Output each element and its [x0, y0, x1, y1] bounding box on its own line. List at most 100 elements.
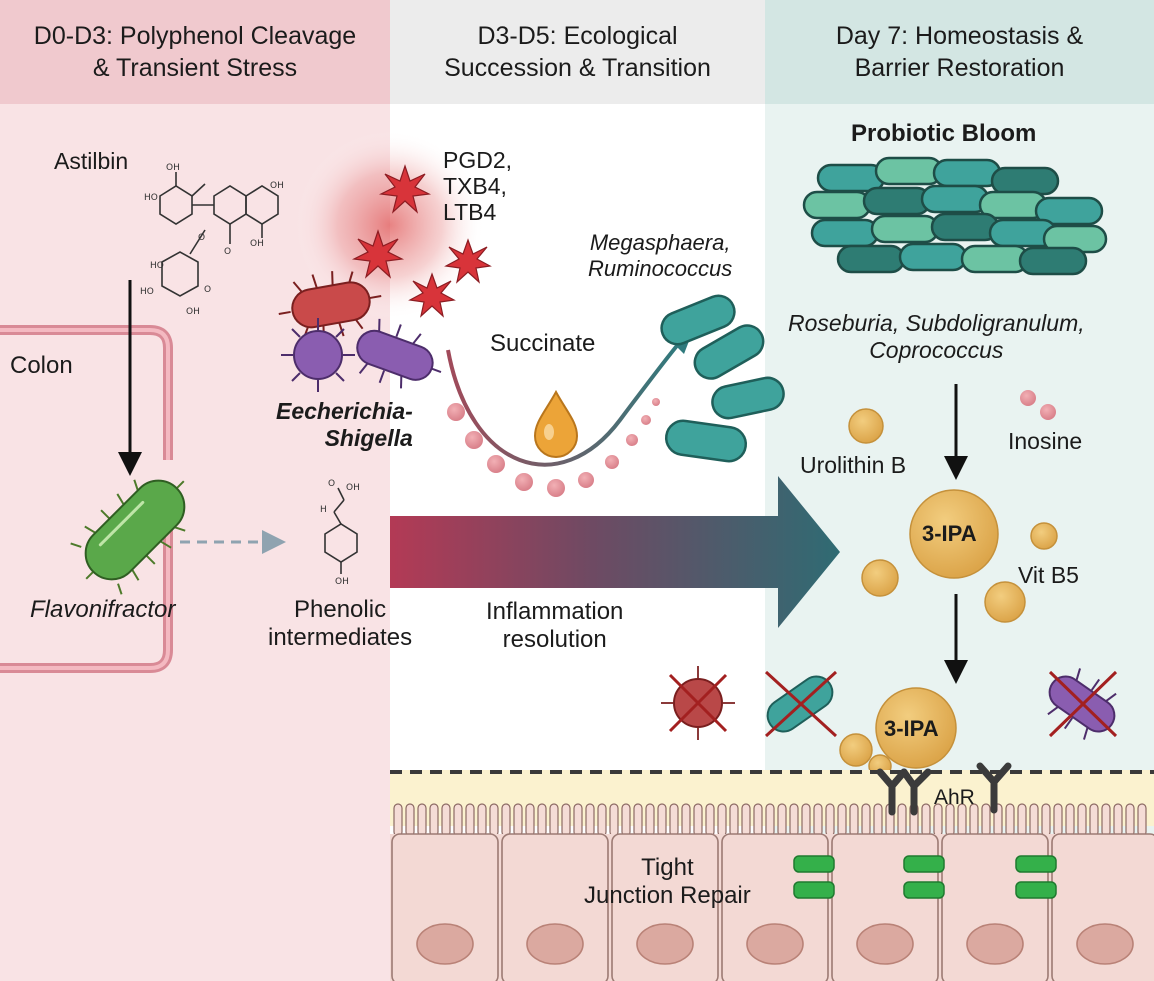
cell-nucleus — [746, 923, 804, 965]
microvillus — [489, 803, 499, 837]
microvillus — [1077, 803, 1087, 837]
colon-label: Colon — [10, 352, 73, 379]
ipa-bottom-label: 3-IPA — [884, 716, 939, 741]
flavonifractor-bacterium-icon — [70, 479, 186, 595]
microvillus — [465, 803, 475, 837]
microvillus — [525, 803, 535, 837]
microvillus — [1089, 803, 1099, 837]
phase3-header: Day 7: Homeostasis &Barrier Restoration — [835, 21, 1084, 83]
microvillus — [1065, 803, 1075, 837]
metabolite-balls — [839, 408, 1058, 778]
phase2-header-bg — [390, 0, 765, 104]
inflammation-resolution-arrow — [390, 476, 840, 628]
succinate-dots — [447, 398, 660, 497]
succinate-curve-arrow — [446, 340, 682, 467]
svg-text:OH: OH — [270, 181, 284, 191]
succinate-drop-icon — [533, 389, 579, 458]
epithelial-cell — [501, 833, 609, 981]
phenolic-structure-icon — [324, 487, 358, 574]
microvillus — [477, 803, 487, 837]
phase1-header-bg — [0, 0, 390, 104]
astilbin-structure-icon — [159, 172, 279, 297]
svg-text:OH: OH — [346, 483, 360, 493]
svg-text:HO: HO — [144, 193, 158, 203]
megasphaera-label: Megasphaera,Ruminococcus — [588, 230, 733, 281]
cell-nucleus — [636, 923, 694, 965]
svg-text:O: O — [224, 247, 231, 257]
microvillus — [717, 803, 727, 837]
cell-nucleus — [856, 923, 914, 965]
microvillus — [693, 803, 703, 837]
microvillus — [705, 803, 715, 837]
tight-junction-icons — [793, 855, 1057, 899]
epithelial-cell — [941, 833, 1049, 981]
microvillus — [1017, 803, 1027, 837]
microvillus — [621, 803, 631, 837]
microvillus — [1137, 803, 1147, 837]
roseburia-label: Roseburia, Subdoligranulum,Coprococcus — [788, 310, 1085, 364]
mediators-label: PGD2,TXB4,LTB4 — [443, 147, 513, 225]
cell-nucleus — [966, 923, 1024, 965]
succinate-label: Succinate — [490, 330, 596, 357]
microvillus — [837, 803, 847, 837]
svg-text:OH: OH — [250, 239, 264, 249]
microvillus — [609, 803, 619, 837]
escherichia-label: Eecherichia-Shigella — [276, 398, 413, 452]
ipa-top-label: 3-IPA — [922, 521, 977, 546]
microvillus — [633, 803, 643, 837]
epithelial-cell — [831, 833, 939, 981]
commensal-rods-icon — [660, 294, 785, 463]
inosine-label: Inosine — [1008, 428, 1083, 454]
epithelial-cells — [391, 833, 1154, 981]
eliminated-red-pathogen-icon — [661, 666, 735, 740]
microvillus — [1125, 803, 1135, 837]
svg-text:HO: HO — [140, 287, 154, 297]
svg-text:O: O — [198, 233, 205, 243]
microvillus — [669, 803, 679, 837]
microvillus — [501, 803, 511, 837]
microvillus — [597, 803, 607, 837]
svg-text:OH: OH — [186, 307, 200, 317]
epithelial-cell — [391, 833, 499, 981]
phase1-header: D0-D3: Polyphenol Cleavage& Transient St… — [33, 21, 357, 83]
stress-glow — [295, 130, 485, 320]
microvillus — [429, 803, 439, 837]
eliminated-purple-rod-icon — [1047, 668, 1118, 740]
inflammatory-mediator-icons — [351, 164, 492, 318]
microvillus — [1005, 803, 1015, 837]
phase3-header-bg — [765, 0, 1154, 104]
purple-rod-pathogen-icon — [356, 318, 442, 389]
epithelial-cell — [721, 833, 829, 981]
microvillus — [1029, 803, 1039, 837]
microvillus — [453, 803, 463, 837]
eliminated-teal-rod-icon — [764, 670, 838, 738]
microvillus — [741, 803, 751, 837]
microvillus — [789, 803, 799, 837]
microvillus — [393, 803, 403, 837]
svg-text:O: O — [328, 479, 335, 489]
microvillus — [1113, 803, 1123, 837]
svg-text:OH: OH — [335, 577, 349, 587]
microvillus — [573, 803, 583, 837]
flavonifractor-label: Flavonifractor — [30, 596, 176, 623]
epithelial-cell — [611, 833, 719, 981]
microvillus — [645, 803, 655, 837]
microvillus — [897, 803, 907, 837]
microvillus — [813, 803, 823, 837]
microvillus — [441, 803, 451, 837]
microvillus — [513, 803, 523, 837]
microvillus — [921, 803, 931, 837]
microvillus — [873, 803, 883, 837]
microvillus — [753, 803, 763, 837]
probiotic-bloom-label: Probiotic Bloom — [851, 120, 1037, 147]
microvillus — [981, 803, 991, 837]
microvillus — [561, 803, 571, 837]
svg-text:H: H — [320, 505, 327, 515]
vitb5-label: Vit B5 — [1018, 562, 1079, 588]
ahr-receptor-icons — [876, 762, 1012, 816]
red-pathogen-icon — [278, 271, 382, 340]
